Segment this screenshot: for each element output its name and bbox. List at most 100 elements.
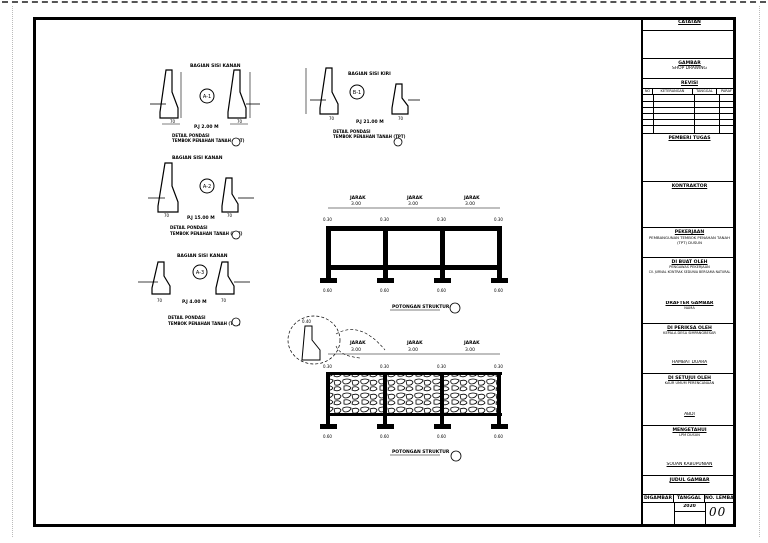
tag-circle-a1 bbox=[199, 88, 215, 104]
tb-col-tanggal: TANGGAL bbox=[674, 495, 705, 502]
column-1d bbox=[497, 226, 502, 282]
detail-b1: BAGIAN SISI KIRI B-1 70 70 P.J 21.00 M D… bbox=[305, 67, 420, 147]
col-dim-2a: 0.30 bbox=[323, 364, 332, 369]
stone-infill-2c bbox=[442, 373, 500, 415]
section-title-1: POTONGAN STRUKTUR bbox=[392, 304, 450, 310]
structure-section-1: JARAK 3.00 JARAK 3.00 JARAK 3.00 0.30 0.… bbox=[320, 195, 508, 314]
tb-catatan-body bbox=[643, 30, 736, 58]
detail-leader-1 bbox=[335, 329, 386, 351]
tb-kontraktor: KONTRAKTOR bbox=[643, 181, 736, 227]
tb-mengetahui-label: MENGETAHUI bbox=[672, 428, 707, 433]
footing-1d bbox=[491, 278, 508, 283]
footing-dim-1a: 0.60 bbox=[323, 288, 332, 293]
detail-subtitle-a3: TEMBOK PENAHAN TANAH (TPT) bbox=[168, 321, 241, 326]
wall-section-right-b1 bbox=[391, 83, 409, 115]
structure-section-2: 0.40 JARAK 3.00 JARAK 3.00 JARAK 3.00 bbox=[287, 315, 508, 462]
col-dim-1a: 0.30 bbox=[323, 217, 332, 222]
tb-judul-gambar: JUDUL GAMBAR bbox=[643, 475, 736, 509]
jarak-value-1c: 3.00 bbox=[465, 201, 475, 207]
wall-section-left-a1 bbox=[159, 69, 179, 119]
dim-a1-left: 70 bbox=[170, 119, 176, 124]
tb-revisi-label: REVISI bbox=[681, 81, 698, 86]
tb-disetujui-value: KAUR UMUM PERENCANAAN bbox=[664, 381, 715, 385]
dim-a1-right: 70 bbox=[237, 119, 243, 124]
detail-subtitle-a2: TEMBOK PENAHAN TANAH (TPT) bbox=[170, 231, 243, 236]
tag-circle-a3 bbox=[192, 264, 208, 280]
footing-1a bbox=[320, 278, 337, 283]
footing-dim-2c: 0.60 bbox=[437, 434, 446, 439]
dim-a2-right: 70 bbox=[227, 213, 233, 218]
stone-infill-2a bbox=[328, 373, 386, 415]
tb-catatan: CATATAN bbox=[643, 18, 736, 30]
detail-title-a3: DETAIL PONDASI bbox=[168, 315, 206, 320]
detail-title-a2: DETAIL PONDASI bbox=[170, 225, 208, 230]
sheet-guide-left bbox=[12, 6, 13, 537]
tb-diperiksa-oleh: DI PERIKSA OLEH KEPALA DESA SIMPANGBESAR… bbox=[643, 323, 736, 373]
wall-section-left-a3 bbox=[151, 261, 171, 295]
north-mark-section-2 bbox=[450, 450, 462, 462]
footing-dim-2b: 0.60 bbox=[380, 434, 389, 439]
tb-rev-col-tgl: TANGGAL bbox=[693, 89, 717, 94]
jarak-label-1a: JARAK bbox=[349, 195, 366, 201]
dim-b1-left: 70 bbox=[329, 116, 335, 121]
tb-bottom: DIGAMBAR TANGGAL NO. LEMBAR 2020 00 bbox=[643, 494, 736, 525]
wall-section-right-a3 bbox=[215, 261, 235, 295]
section-label-a3: BAGIAN SISI KANAN bbox=[177, 253, 228, 259]
detail-subtitle-b1: TEMBOK PENAHAN TANAH (TPT) bbox=[333, 134, 406, 139]
tb-dibuat-label: DI BUAT OLEH bbox=[671, 260, 708, 265]
length-a2: P.J 15.00 M bbox=[187, 215, 215, 221]
tb-year: 2020 bbox=[683, 504, 696, 509]
tag-a3: A-3 bbox=[196, 270, 204, 276]
footing-2c bbox=[434, 424, 451, 429]
stone-infill-2b bbox=[385, 373, 443, 415]
footing-1b bbox=[377, 278, 394, 283]
dim-a2-left: 70 bbox=[164, 213, 170, 218]
length-a3: P.J 4.00 M bbox=[182, 299, 207, 305]
tb-mengetahui-name: SOUAN KABUPUNIAN bbox=[666, 462, 713, 467]
detail-title-b1: DETAIL PONDASI bbox=[333, 129, 371, 134]
detail-subtitle-a1: TEMBOK PENAHAN TANAH (TPT) bbox=[172, 138, 245, 143]
sheet-guide-right bbox=[759, 6, 760, 537]
tb-col-digambar: DIGAMBAR bbox=[643, 495, 674, 502]
footing-dim-1c: 0.60 bbox=[437, 288, 446, 293]
tb-dibuat-value-2: CV. JURNAL KONTRAK SEDUNIA BERSAMA NATUR… bbox=[648, 270, 731, 274]
north-mark-a2 bbox=[231, 230, 241, 240]
tb-gambar: GAMBAR SHOP DRAWING bbox=[643, 58, 736, 78]
tb-pekerjaan-value-1: PEMBANGUNAN TEMBOK PENAHAN TANAH bbox=[649, 235, 730, 240]
top-beam-1 bbox=[326, 226, 502, 231]
tb-disetujui-label: DI SETUJUI OLEH bbox=[668, 376, 711, 381]
tb-disetujui-oleh: DI SETUJUI OLEH KAUR UMUM PERENCANAAN AB… bbox=[643, 373, 736, 425]
north-mark-a1 bbox=[231, 137, 241, 147]
footing-2a bbox=[320, 424, 337, 429]
section-label-a2: BAGIAN SISI KANAN bbox=[172, 155, 223, 161]
tb-kepala-name: HAMBAT DUARA bbox=[671, 360, 708, 365]
length-b1: P.J 21.00 M bbox=[356, 119, 384, 125]
tb-pekerjaan-label: PEKERJAAN bbox=[674, 230, 705, 235]
tb-dibuat-oleh: DI BUAT OLEH PENGAWAS PEKERJAAN CV. JURN… bbox=[643, 257, 736, 323]
length-a1: P.J 2.00 M bbox=[194, 124, 219, 130]
tb-revisi: REVISI bbox=[643, 78, 736, 88]
sheet-dashed-border bbox=[2, 1, 766, 3]
footing-dim-2d: 0.60 bbox=[494, 434, 503, 439]
column-1a bbox=[326, 226, 331, 282]
tb-rev-col-no: NO bbox=[643, 89, 653, 94]
jarak-value-2c: 3.00 bbox=[465, 347, 475, 353]
footing-1c bbox=[434, 278, 451, 283]
dim-a3-right: 70 bbox=[221, 298, 227, 303]
tb-mengetahui-value: LPM DUSUN bbox=[679, 433, 700, 437]
tag-a1: A-1 bbox=[203, 94, 211, 100]
top-beam-2 bbox=[326, 372, 502, 375]
column-2a bbox=[326, 372, 330, 426]
col-dim-2b: 0.30 bbox=[380, 364, 389, 369]
tb-judul-label: JUDUL GAMBAR bbox=[669, 478, 710, 483]
tb-drafter: DRAFTER GAMBAR bbox=[665, 301, 714, 306]
detail-title-a1: DETAIL PONDASI bbox=[172, 133, 210, 138]
jarak-value-1b: 3.00 bbox=[408, 201, 418, 207]
footing-2b bbox=[377, 424, 394, 429]
col-dim-2c: 0.30 bbox=[437, 364, 446, 369]
wall-section-right-a1 bbox=[227, 69, 247, 119]
tag-circle-b1 bbox=[349, 84, 365, 100]
column-1b bbox=[383, 226, 388, 282]
